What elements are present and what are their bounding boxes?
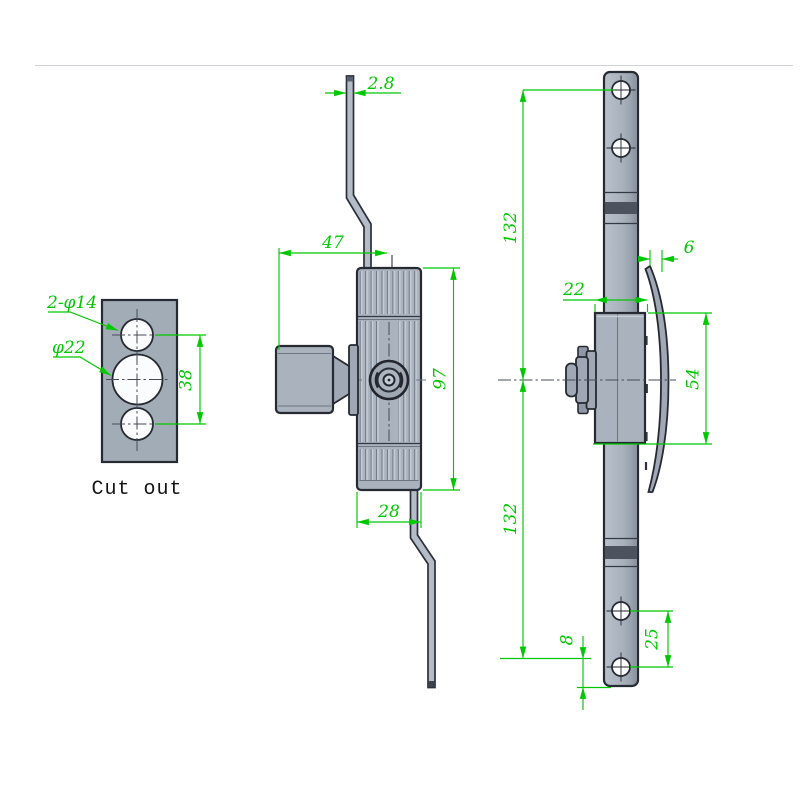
dim-body-height-label: 97 <box>431 368 451 390</box>
cutout-centerlines <box>106 309 170 452</box>
handle-washer <box>348 344 359 416</box>
dim-hole-spacing-label: 38 <box>177 369 197 391</box>
cam-latch <box>644 264 670 493</box>
upper-rod-tip <box>346 76 354 82</box>
key-wings <box>374 371 404 389</box>
dim-body-width: 28 <box>356 492 422 528</box>
dim-body-depth-label: 22 <box>562 280 585 300</box>
cutout-caption: Cut out <box>91 478 182 501</box>
dim-body-side-height-label: 54 <box>684 368 704 390</box>
dim-lower-rod: 132 <box>500 380 591 660</box>
dim-rod-thickness-label: 2.8 <box>366 74 394 94</box>
dim-lower-rod-label: 132 <box>501 503 521 535</box>
dim-body-depth: 22 <box>562 280 649 312</box>
key-cylinder <box>368 359 410 401</box>
dim-hole-pitch: 25 <box>630 610 673 668</box>
dim-hole-to-end: 8 <box>558 634 611 710</box>
lower-weld-band <box>604 537 638 568</box>
small-holes-label: 2-φ14 <box>46 293 97 313</box>
dim-handle-length-label: 47 <box>321 233 344 253</box>
dim-body-height: 97 <box>423 267 460 491</box>
dim-hole-spacing: 38 <box>155 334 206 425</box>
lock-body-side <box>593 311 647 445</box>
dim-cam-thickness: 6 <box>638 238 695 272</box>
dim-rod-thickness: 2.8 <box>325 74 401 97</box>
dim-hole-pitch-label: 25 <box>643 628 663 651</box>
lower-rod-tip <box>428 681 435 688</box>
dim-body-side-height: 54 <box>593 312 712 445</box>
cutout-view: 38 2-φ14 φ22 Cut out <box>46 293 206 501</box>
lower-rod <box>409 487 436 689</box>
dim-handle-length: 47 <box>278 233 393 350</box>
leader-large-hole: φ22 <box>52 338 112 376</box>
front-view: 2.8 47 97 28 <box>274 74 460 689</box>
handle-knob <box>274 344 335 415</box>
dim-upper-rod: 132 <box>501 89 613 380</box>
side-view: 132 132 22 6 54 25 <box>498 70 712 710</box>
dim-upper-rod-label: 132 <box>501 212 521 244</box>
large-hole-label: φ22 <box>52 338 86 358</box>
dim-body-width-label: 28 <box>377 502 400 522</box>
dim-cam-thickness-label: 6 <box>684 238 695 258</box>
cam-edge-marks <box>644 336 648 470</box>
handle-assembly <box>274 344 359 416</box>
upper-weld-band <box>604 191 638 225</box>
dim-hole-to-end-label: 8 <box>558 634 578 645</box>
leader-small-holes: 2-φ14 <box>46 293 119 332</box>
